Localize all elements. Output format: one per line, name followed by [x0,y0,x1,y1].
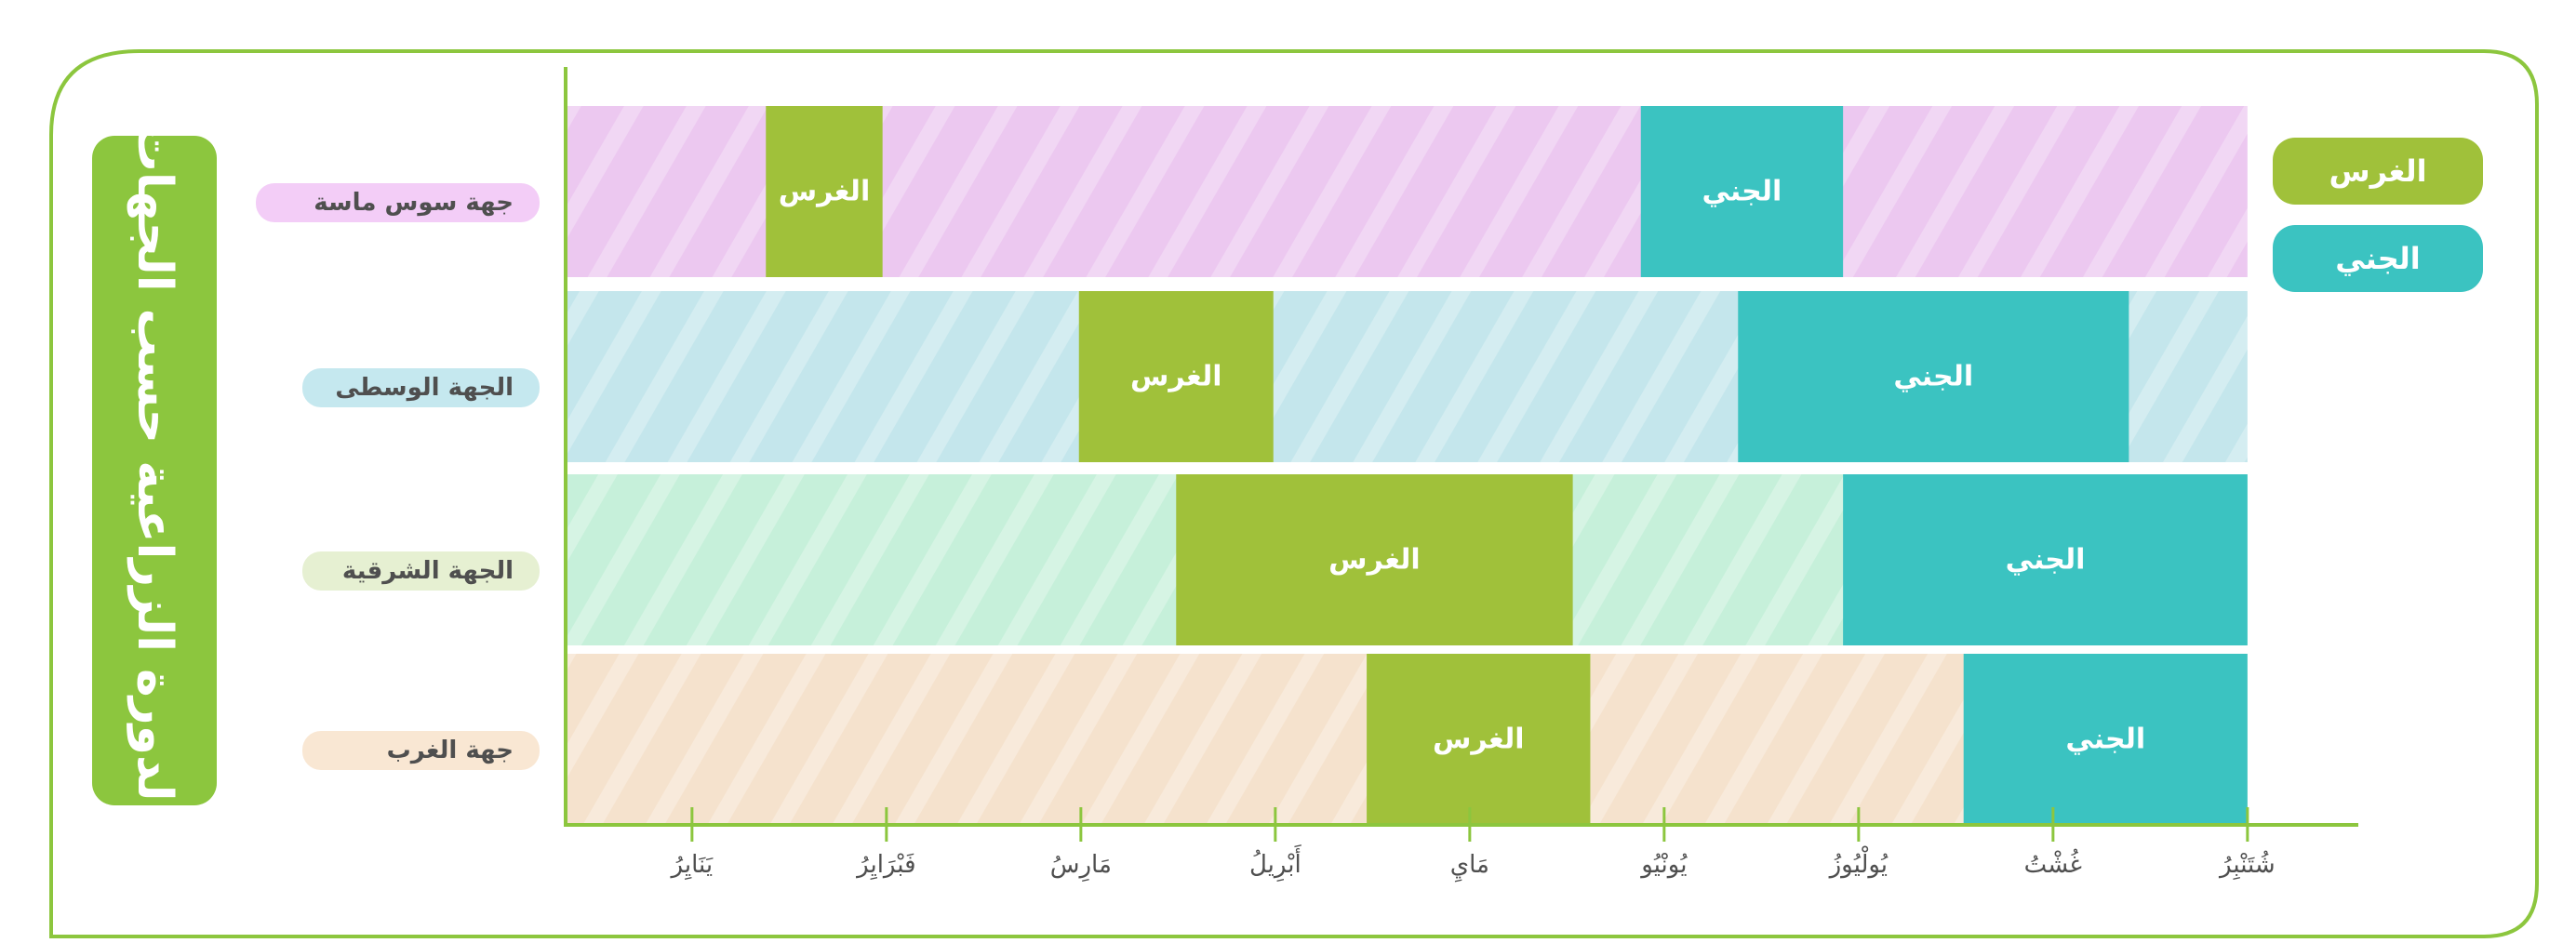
x-tick-label: أَبْرِيلُ [1249,844,1302,883]
harvest-label: الجني [2006,544,2086,577]
legend-item-bg [2273,138,2483,205]
legend-item-bg [2273,225,2483,292]
region-tag-bg [302,731,540,770]
harvest-bar [1963,654,2248,825]
harvest-label: الجني [1702,176,1782,208]
harvest-bar [1843,474,2248,645]
planting-bar [1176,474,1573,645]
x-tick-label: شُتَنْبِرُ [2218,849,2276,880]
region-tag-label: الجهة الشرقية [342,557,514,585]
x-tick-label: مَارِسُ [1050,851,1112,882]
x-tick-label: يُولْيُوزُ [1828,845,1889,879]
region-tag-label: جهة سوس ماسة [314,189,514,217]
chart-title: الدورة الزراعية حسب الجهات [127,124,182,818]
planting-bar [766,106,883,277]
chart-frame [49,49,2539,938]
region-tag-bg [256,183,540,222]
planting-label: الغرس [1433,724,1525,756]
x-tick-label: مَايِ [1450,851,1489,883]
x-tick-label: غُشْتُ [2024,847,2082,879]
planting-label: الغرس [1130,361,1222,393]
harvest-label: الجني [2065,724,2145,756]
planting-label: الغرس [779,176,871,208]
region-tag-bg [302,368,540,407]
x-tick-label: يَنَايِرُ [670,851,714,880]
harvest-bar [1640,106,1844,277]
x-tick-label: يُونْيُو [1639,851,1688,879]
harvest-label: الجني [1893,361,1973,393]
title-banner [92,136,217,805]
region-tag-bg [302,551,540,591]
harvest-bar [1738,291,2129,462]
x-tick-label: فَبْرَايِرُ [855,851,915,880]
legend-item-label: الغرس [2329,153,2426,189]
planting-bar [1078,291,1274,462]
planting-label: الغرس [1328,544,1421,577]
legend-item-label: الجني [2335,241,2420,276]
planting-bar [1367,654,1591,825]
region-tag-label: جهة الغرب [387,737,514,764]
region-tag-label: الجهة الوسطى [335,374,514,402]
